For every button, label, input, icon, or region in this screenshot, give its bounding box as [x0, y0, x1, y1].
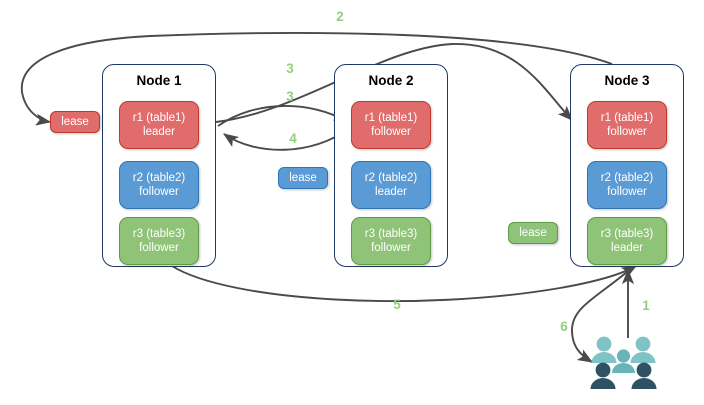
- step-label-5: 5: [393, 297, 401, 312]
- range-role: follower: [607, 126, 647, 138]
- range-r3[interactable]: r3 (table3) follower: [119, 217, 199, 265]
- range-name: r1 (table1): [132, 112, 186, 124]
- range-name: r2 (table2): [132, 172, 186, 184]
- range-role: leader: [143, 126, 175, 138]
- node-title: Node 3: [604, 73, 650, 88]
- lease-badge-r1[interactable]: lease: [50, 111, 100, 133]
- range-r3[interactable]: r3 (table3) leader: [587, 217, 667, 265]
- step-label-3b: 3: [286, 89, 294, 104]
- range-role: follower: [139, 242, 179, 254]
- node-box-node3[interactable]: Node 3 r1 (table1) follower r2 (table2) …: [570, 64, 684, 267]
- range-r3[interactable]: r3 (table3) follower: [351, 217, 431, 265]
- range-name: r3 (table3): [364, 228, 418, 240]
- range-role: follower: [371, 126, 411, 138]
- range-name: r2 (table2): [600, 172, 654, 184]
- lease-label: lease: [61, 116, 89, 128]
- edge-step-5: [171, 265, 637, 303]
- node-box-node2[interactable]: Node 2 r1 (table1) follower r2 (table2) …: [334, 64, 448, 267]
- range-name: r1 (table1): [600, 112, 654, 124]
- range-role: follower: [607, 186, 647, 198]
- step-label-2: 2: [336, 9, 344, 24]
- range-r2[interactable]: r2 (table2) follower: [587, 161, 667, 209]
- range-name: r3 (table3): [132, 228, 186, 240]
- node-title: Node 1: [136, 73, 182, 88]
- node-title: Node 2: [368, 73, 414, 88]
- range-r1[interactable]: r1 (table1) follower: [351, 101, 431, 149]
- users-icon-svg: [590, 336, 657, 389]
- range-name: r3 (table3): [600, 228, 654, 240]
- range-role: leader: [611, 242, 643, 254]
- users-icon: [586, 332, 662, 394]
- lease-label: lease: [519, 227, 547, 239]
- range-name: r1 (table1): [364, 112, 418, 124]
- step-label-1: 1: [642, 298, 650, 313]
- lease-label: lease: [289, 172, 317, 184]
- step-label-4: 4: [289, 131, 297, 146]
- range-r1[interactable]: r1 (table1) follower: [587, 101, 667, 149]
- range-role: leader: [375, 186, 407, 198]
- range-name: r2 (table2): [364, 172, 418, 184]
- range-role: follower: [139, 186, 179, 198]
- range-r1[interactable]: r1 (table1) leader: [119, 101, 199, 149]
- lease-badge-r2[interactable]: lease: [278, 167, 328, 189]
- lease-badge-r3[interactable]: lease: [508, 222, 558, 244]
- range-r2[interactable]: r2 (table2) leader: [351, 161, 431, 209]
- node-box-node1[interactable]: Node 1 r1 (table1) leader r2 (table2) fo…: [102, 64, 216, 267]
- step-label-3a: 3: [286, 61, 294, 76]
- range-role: follower: [371, 242, 411, 254]
- step-label-6: 6: [560, 319, 568, 334]
- edge-step-3-node2: [217, 105, 349, 127]
- range-r2[interactable]: r2 (table2) follower: [119, 161, 199, 209]
